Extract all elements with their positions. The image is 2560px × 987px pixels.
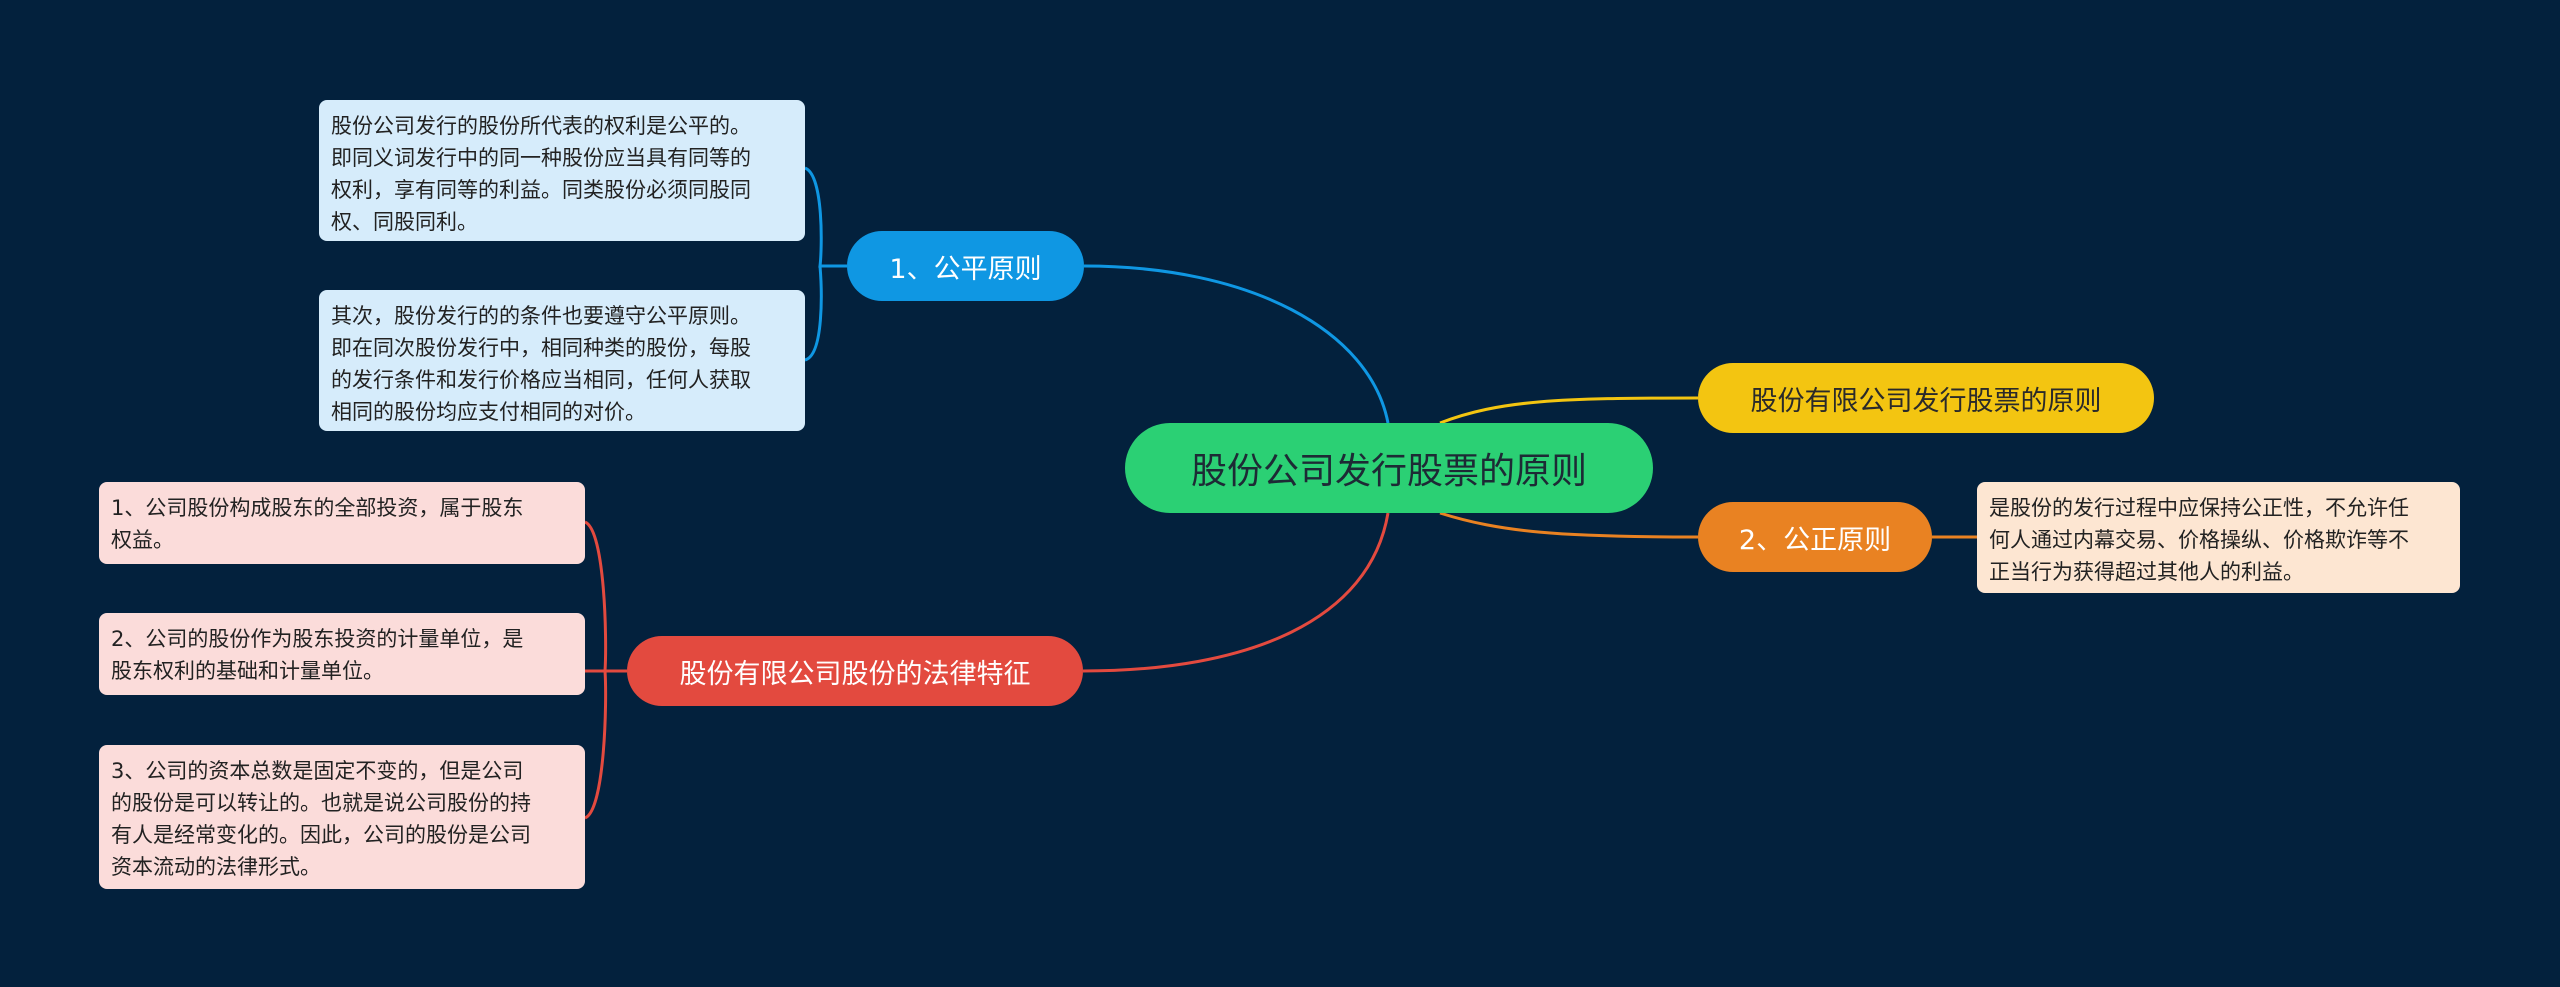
leaf-fair-2[interactable]: 其次，股份发行的的条件也要遵守公平原则。 即在同次股份发行中，相同种类的股份，每…	[319, 290, 805, 431]
branch-just-principle[interactable]: 2、公正原则	[1698, 502, 1932, 572]
leaf-legal-1[interactable]: 1、公司股份构成股东的全部投资，属于股东 权益。	[99, 482, 585, 564]
connector-legal-leaves	[584, 520, 627, 820]
branch-fair-principle[interactable]: 1、公平原则	[847, 231, 1084, 301]
connector-root-just	[1439, 511, 1699, 539]
connector-root-issue	[1439, 396, 1699, 425]
root-topic[interactable]: 股份公司发行股票的原则	[1125, 423, 1653, 513]
connector-root-fair	[1083, 264, 1390, 424]
leaf-legal-2[interactable]: 2、公司的股份作为股东投资的计量单位，是 股东权利的基础和计量单位。	[99, 613, 585, 695]
leaf-legal-3[interactable]: 3、公司的资本总数是固定不变的，但是公司 的股份是可以转让的。也就是说公司股份的…	[99, 745, 585, 889]
branch-legal-features[interactable]: 股份有限公司股份的法律特征	[627, 636, 1083, 706]
leaf-just-1[interactable]: 是股份的发行过程中应保持公正性，不允许任 何人通过内幕交易、价格操纵、价格欺诈等…	[1977, 482, 2460, 593]
connector-root-legal	[1082, 512, 1390, 673]
leaf-fair-1[interactable]: 股份公司发行的股份所代表的权利是公平的。 即同义词发行中的同一种股份应当具有同等…	[319, 100, 805, 241]
connector-fair-leaves	[804, 166, 847, 362]
branch-issue-principle[interactable]: 股份有限公司发行股票的原则	[1698, 363, 2154, 433]
